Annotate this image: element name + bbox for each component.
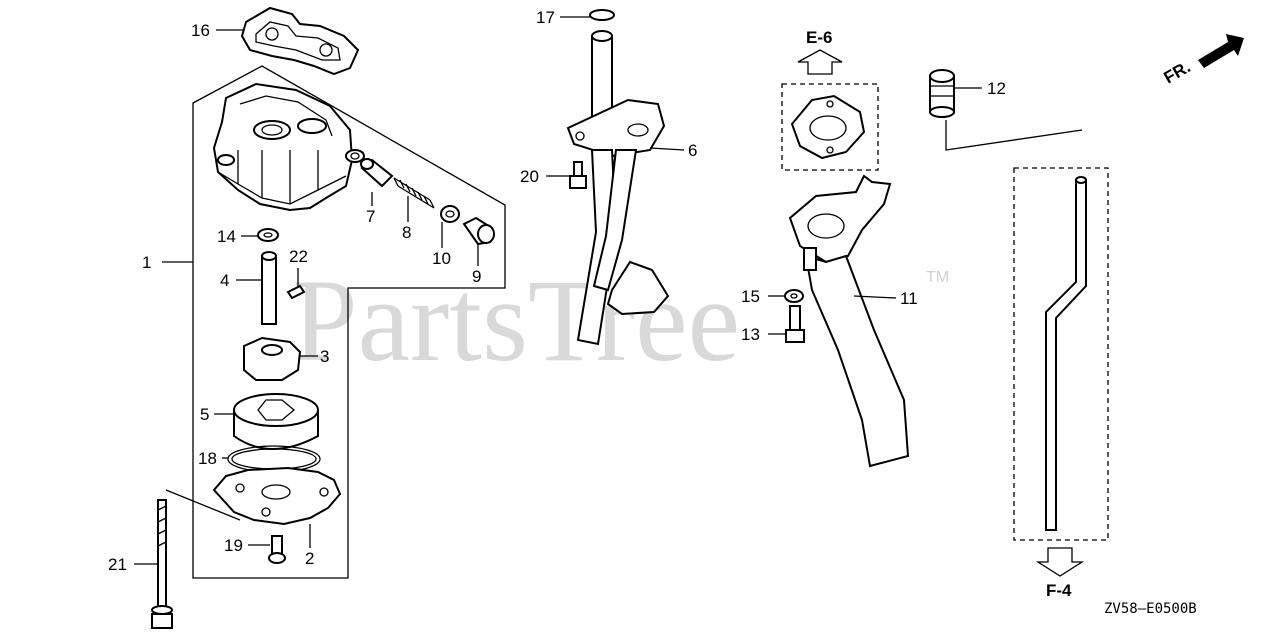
washer-15[interactable] <box>784 289 804 303</box>
callout-12: 12 <box>987 79 1006 98</box>
callout-8: 8 <box>402 223 411 242</box>
callout-16: 16 <box>191 21 210 40</box>
reference-upper: E-6 <box>806 28 832 47</box>
callout-10: 10 <box>432 249 451 268</box>
direction-label: FR. <box>1161 57 1194 87</box>
callout-13: 13 <box>741 325 760 344</box>
callout-20: 20 <box>520 167 539 186</box>
outer-rotor-5[interactable] <box>233 393 319 450</box>
callout-3: 3 <box>320 347 329 366</box>
callout-7: 7 <box>366 207 375 226</box>
bolt-21-guide <box>165 489 241 521</box>
gasket-16[interactable] <box>240 6 360 76</box>
oil-pump-body[interactable] <box>212 82 365 212</box>
diagram-code: ZV58–E0500B <box>1104 601 1197 617</box>
valve-12-leader <box>945 120 1083 151</box>
assembly-outline <box>192 65 506 579</box>
bolt-13[interactable] <box>785 305 805 343</box>
reference-lower: F-4 <box>1046 581 1072 600</box>
e6-reference-box <box>781 49 879 171</box>
washer-14[interactable] <box>257 228 279 242</box>
bolt-20[interactable] <box>569 161 587 189</box>
relief-spring-8[interactable] <box>393 177 435 209</box>
callout-15: 15 <box>741 287 760 306</box>
inner-rotor-3[interactable] <box>243 336 302 381</box>
plug-bolt-9[interactable] <box>462 216 495 246</box>
callout-21: 21 <box>108 555 127 574</box>
callout-5: 5 <box>200 405 209 424</box>
bolt-19[interactable] <box>268 535 286 564</box>
o-ring-17[interactable] <box>589 9 615 21</box>
callout-6: 6 <box>688 141 697 160</box>
callout-22: 22 <box>289 247 308 266</box>
pump-shaft-4[interactable] <box>261 251 277 325</box>
watermark-trademark: TM <box>926 269 949 286</box>
callout-14: 14 <box>217 227 236 246</box>
f4-reference-box <box>1013 167 1109 577</box>
watermark-text: PartsTree <box>292 255 740 386</box>
oil-pipe-11[interactable] <box>788 174 910 468</box>
callout-4: 4 <box>220 271 229 290</box>
front-direction-arrow: FR. <box>1161 34 1244 87</box>
leader-lines <box>134 16 982 565</box>
callout-11: 11 <box>900 289 918 308</box>
washer-10[interactable] <box>440 205 460 223</box>
sleeve-7[interactable] <box>360 158 394 188</box>
dowel-pin-22[interactable] <box>286 284 306 300</box>
long-bolt-21[interactable] <box>151 499 173 629</box>
callout-1: 1 <box>142 253 151 272</box>
callout-18: 18 <box>198 449 217 468</box>
callout-19: 19 <box>224 536 243 555</box>
callout-2: 2 <box>305 549 314 568</box>
check-valve-12[interactable] <box>929 69 955 118</box>
callout-17: 17 <box>536 8 555 27</box>
callout-9: 9 <box>472 267 481 286</box>
pump-cover-2[interactable] <box>212 466 342 526</box>
strainer-pipe-6[interactable] <box>566 30 670 346</box>
